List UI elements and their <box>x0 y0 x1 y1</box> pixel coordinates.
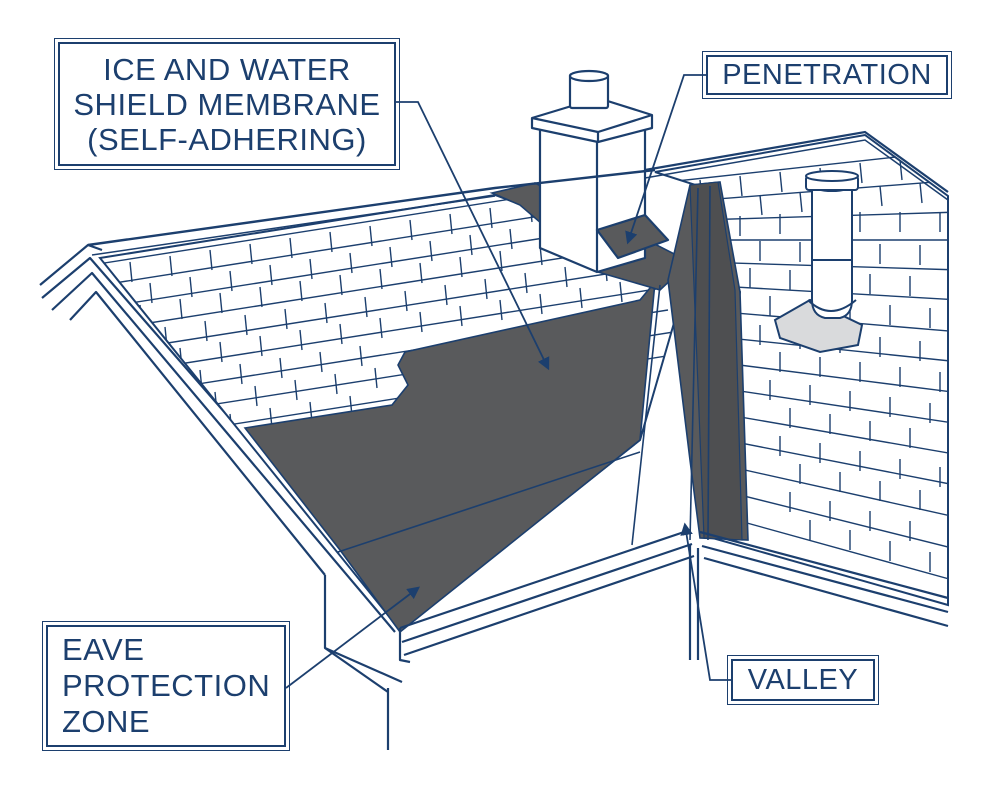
ridge-and-gutters <box>87 168 949 664</box>
valley-membrane <box>631 181 749 546</box>
penetration-callout: PENETRATION <box>702 51 952 99</box>
valley-callout: VALLEY <box>727 655 879 705</box>
callout-line: EAVE <box>62 632 145 667</box>
chimney-icon <box>530 69 670 274</box>
callout-line: PROTECTION <box>62 668 271 703</box>
ice-water-membrane <box>243 279 657 634</box>
eave-protection-callout: EAVE PROTECTION ZONE <box>42 621 290 751</box>
vent-pipe-icon <box>773 170 864 354</box>
callout-line: PENETRATION <box>722 59 932 91</box>
ice-water-shield-callout: ICE AND WATER SHIELD MEMBRANE (SELF-ADHE… <box>54 38 400 170</box>
callout-line: VALLEY <box>747 664 859 696</box>
left-roof-plane <box>98 193 692 634</box>
callout-line: SHIELD MEMBRANE <box>73 86 381 122</box>
callout-line: (SELF-ADHERING) <box>87 121 367 157</box>
callout-line: ICE AND WATER <box>103 51 351 87</box>
leader-arrow-icon <box>285 74 731 689</box>
callout-line: ZONE <box>62 704 151 739</box>
